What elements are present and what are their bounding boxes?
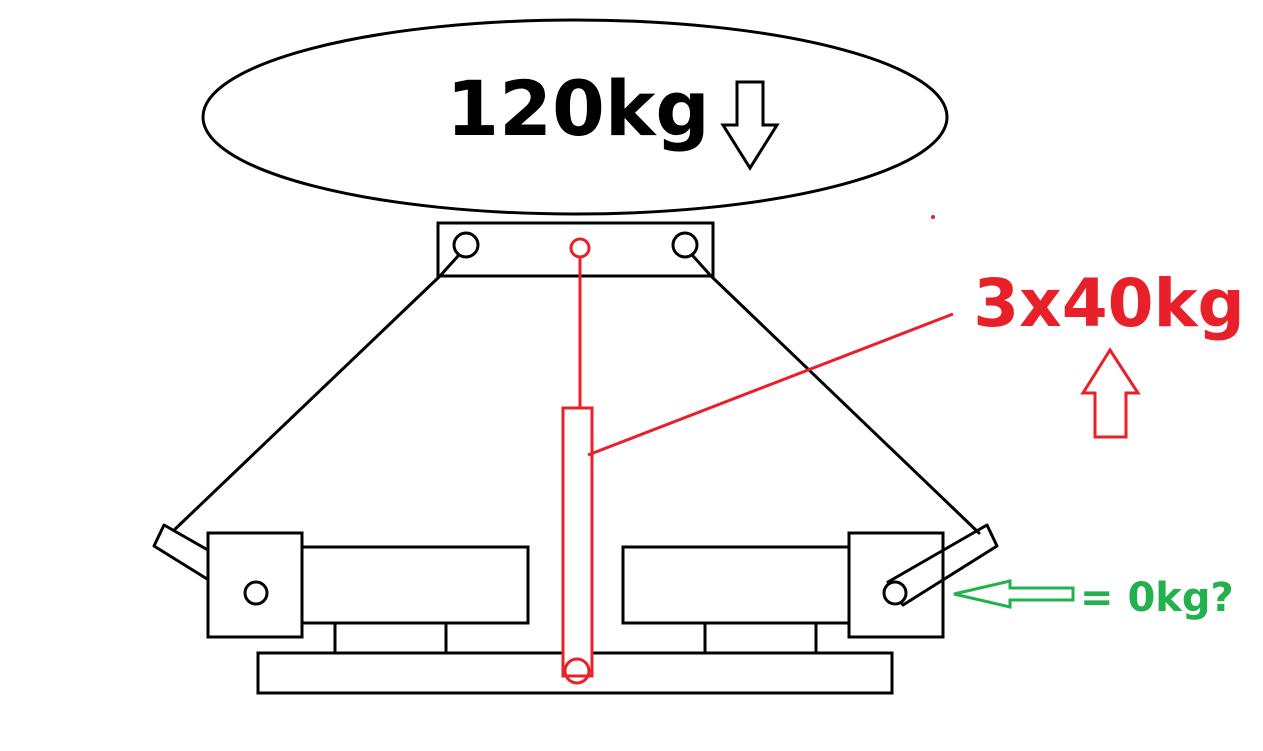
left-lever-pivot <box>243 580 269 606</box>
gas-spring <box>561 237 954 685</box>
left-cylinder-body <box>300 545 530 625</box>
load-label: 120kg <box>446 64 710 153</box>
top-pivot-right <box>671 231 699 259</box>
left-housing <box>206 531 530 655</box>
arrow-up-icon <box>1080 347 1141 439</box>
spring-force-label: 3x40kg <box>973 265 1244 342</box>
top-pivot-left <box>452 231 480 259</box>
rod-right <box>709 274 981 535</box>
spring-bottom-eye <box>563 657 591 685</box>
rod-left-upper <box>438 254 460 278</box>
left-support <box>333 621 448 655</box>
right-housing <box>621 531 945 655</box>
right-cylinder-body <box>621 545 851 625</box>
top-plate-group <box>436 221 715 278</box>
right-lever-pivot <box>882 580 908 606</box>
spring-leader-line <box>587 312 954 457</box>
rod-right-upper <box>691 254 713 278</box>
rod-left <box>169 274 442 535</box>
load-ellipse <box>201 18 949 216</box>
spring-top-eye <box>569 237 591 259</box>
spring-cylinder <box>561 406 594 678</box>
linkage-rods <box>169 254 981 535</box>
stray-dot <box>931 215 935 219</box>
right-support <box>703 621 818 655</box>
right-lever-arm <box>886 523 999 607</box>
load-group: 120kg <box>201 18 949 216</box>
pivot-force-label: = 0kg? <box>1080 575 1234 621</box>
left-block <box>206 531 304 639</box>
right-lever <box>882 523 999 607</box>
arrow-down-icon <box>720 80 780 171</box>
arrow-left-icon <box>953 579 1075 609</box>
top-plate <box>436 221 715 278</box>
